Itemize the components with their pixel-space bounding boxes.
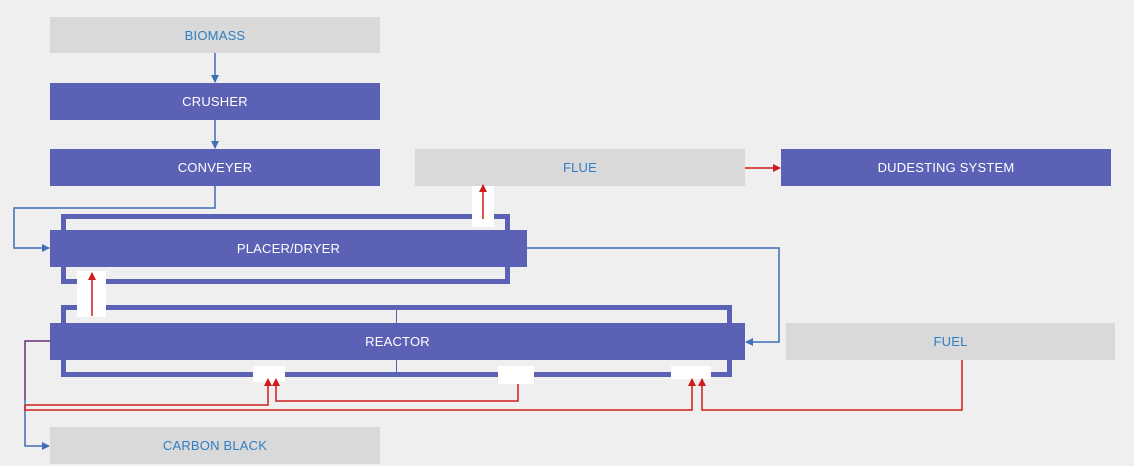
reactor-label: REACTOR (365, 334, 430, 349)
reactor-box: REACTOR (50, 323, 745, 360)
placer-dryer-label: PLACER/DRYER (236, 241, 341, 256)
placer-dryer-box: PLACER/DRYER (50, 230, 527, 267)
fuel-to-reactor-arrow (698, 360, 963, 411)
recycle-to-reactor-arrow-b (24, 378, 696, 411)
reactor-port-3 (671, 366, 711, 379)
dudesting-system-label: DUDESTING SYSTEM (877, 160, 1015, 175)
reactor-recycle-line (24, 340, 50, 400)
dryer-to-reactor-arrow (527, 247, 780, 346)
reactor-port-2 (498, 366, 534, 384)
fuel-label: FUEL (933, 334, 968, 349)
flue-box: FLUE (415, 149, 745, 186)
flue-label: FLUE (562, 160, 598, 175)
dudesting-system-box: DUDESTING SYSTEM (781, 149, 1111, 186)
biomass-box: BIOMASS (50, 17, 380, 53)
conveyer-box: CONVEYER (50, 149, 380, 186)
biomass-label: BIOMASS (184, 27, 246, 43)
reactor-to-carbon-black-arrow (24, 400, 50, 450)
conveyer-to-dryer-arrow (13, 186, 216, 252)
carbon-black-box: CARBON BLACK (50, 427, 380, 464)
reactor-loop-arrow (272, 378, 519, 402)
fuel-box: FUEL (786, 323, 1115, 360)
crusher-box: CRUSHER (50, 83, 380, 120)
conveyer-label: CONVEYER (177, 160, 253, 175)
carbon-black-label: CARBON BLACK (162, 438, 268, 453)
recycle-to-reactor-arrow-a (25, 378, 272, 406)
crusher-label: CRUSHER (182, 94, 248, 109)
